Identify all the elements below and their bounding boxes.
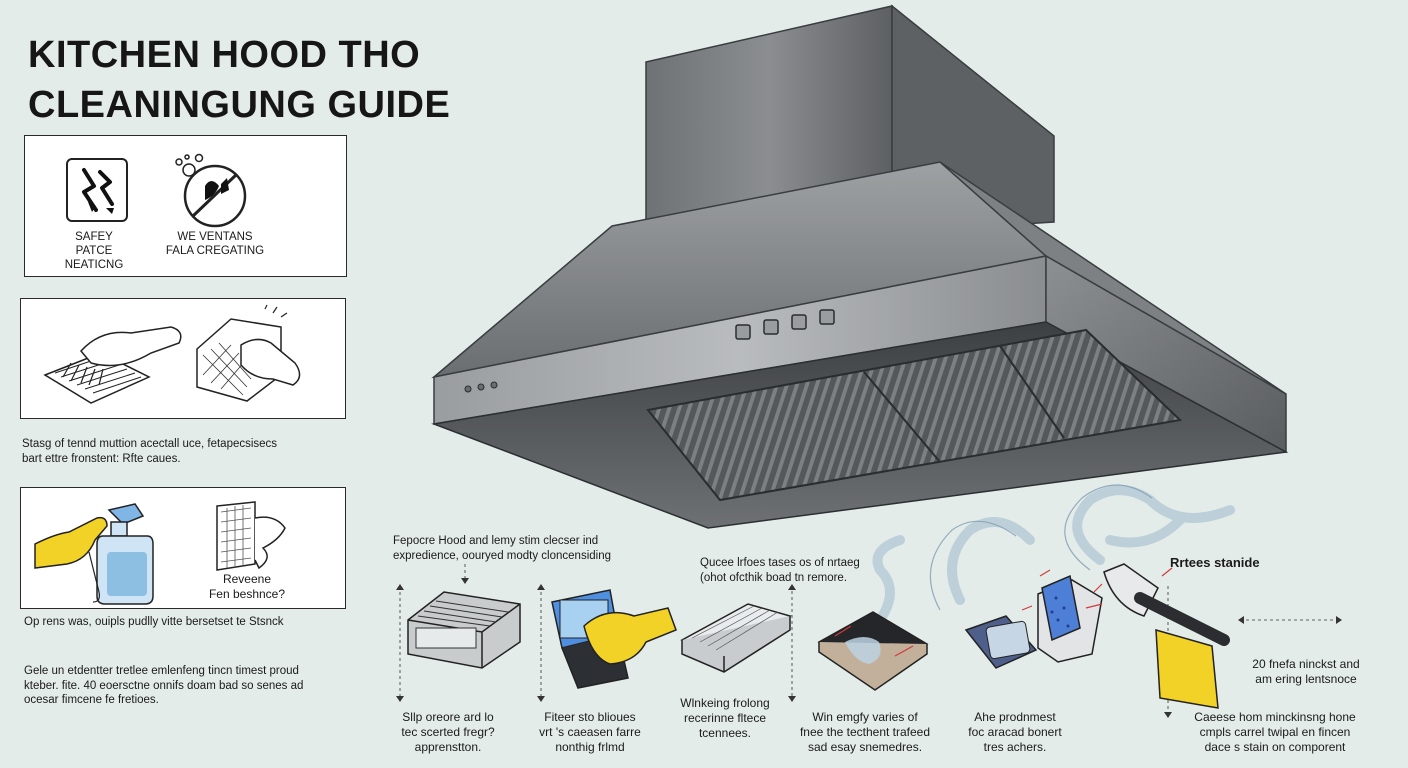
- spray-panel: Reveene Fen beshnce?: [20, 487, 346, 609]
- panel3-label-line2: Fen beshnce?: [208, 587, 286, 601]
- step-caption-3-line3: ocesar fimcene fe fretioes.: [24, 694, 159, 706]
- right-note-line2: am ering lentsnoce: [1255, 672, 1357, 686]
- page-title-line2: CLEANINGUNG GUIDE: [28, 84, 451, 126]
- caption-2-line3: nonthig frlmd: [555, 740, 625, 754]
- right-note-line1: 20 fnefa ninckst and: [1252, 657, 1360, 671]
- step-caption-3-line1: Gele un etdentter tretlee emlenfeng tinc…: [24, 665, 299, 677]
- middle-header-line1: Qucee lrfoes tases os of nrtaeg: [700, 557, 860, 569]
- scraper-cloth-illustration: [1093, 563, 1230, 709]
- caption-5-line3: tres achers.: [983, 740, 1047, 754]
- safety-label-2: WE VENTANS: [177, 231, 253, 243]
- soak-tray-illustration: [817, 611, 929, 691]
- step-caption-2: Op rens was, ouipls pudlly vitte bersets…: [24, 616, 284, 628]
- glove-scrub-illustration: [551, 589, 677, 689]
- caption-4-line1: Win emgfy varies of: [812, 710, 918, 724]
- panel3-label-line1: Reveene: [222, 572, 272, 586]
- right-header: Rrtees stanide: [1170, 555, 1260, 570]
- step-caption-3-line2: kteber. fite. 40 eoersctne onnifs doam b…: [24, 679, 304, 692]
- filter-cartridge-illustration: [216, 501, 286, 571]
- no-chemicals-icon: [175, 153, 247, 228]
- caption-5-line2: foc aracad bonert: [968, 725, 1062, 739]
- page-title: KITCHEN HOOD THO CLEANINGUNG GUIDE: [28, 30, 450, 130]
- middle-header-line2: (ohot ofcthik boad tn remore.: [700, 571, 848, 584]
- caption-1-line2: tec scerted fregr?: [401, 725, 495, 739]
- brush-scrub-illustration: [43, 326, 182, 404]
- caption-6-line2: cmpls carrel twipal en fincen: [1199, 725, 1351, 739]
- page-title-line1: KITCHEN HOOD THO: [28, 34, 421, 76]
- filter-scrub-panel: [20, 298, 346, 419]
- sponges-illustration: [964, 569, 1103, 669]
- caption-3-line1: Wlnkeing frolong: [680, 696, 770, 710]
- caption-2-line1: Fiteer sto blioues: [544, 710, 636, 724]
- bottom-header-line1: Fepocre Hood and lemy stim clecser ind: [393, 535, 599, 547]
- caption-3-line2: recerinne fltece: [683, 711, 767, 725]
- caption-4-line2: fnee the tecthent trafeed: [799, 725, 931, 739]
- caption-4-line3: sad esay snemedres.: [807, 740, 923, 754]
- caption-1-line1: Sllp oreore ard lo: [402, 710, 494, 724]
- step-caption-1-line1: Stasg of tennd muttion acectall uce, fet…: [22, 438, 278, 450]
- filter-hand-illustration: [196, 304, 301, 402]
- caption-6-line3: dace s stain on comporent: [1204, 740, 1346, 754]
- caption-3-line3: tcennees.: [698, 726, 752, 740]
- safety-label-1: SAFEY: [75, 231, 113, 243]
- caption-5-line1: Ahe prodnmest: [974, 710, 1056, 724]
- safety-warning-icon: [66, 158, 128, 222]
- safety-sublabel-1: PATCE NEATICNG: [64, 245, 124, 271]
- bottom-header-line2: expredience, oouryed modty cloncensiding: [393, 549, 611, 562]
- safety-sublabel-2: FALA CREGATING: [165, 245, 265, 257]
- step-caption-1-line2: bart ettre fronstent: Rfte caues.: [22, 452, 181, 465]
- caption-1-line3: apprenstton.: [414, 740, 482, 754]
- caption-6-line1: Caeese hom minckinsng hone: [1194, 710, 1356, 724]
- caption-2-line2: vrt 's caeasen farre: [539, 725, 641, 739]
- spray-bottle-illustration: [34, 503, 154, 605]
- clean-filter-illustration: [680, 603, 792, 673]
- removed-filter-illustration: [407, 591, 521, 669]
- safety-panel: SAFEY PATCE NEATICNG WE VENTANS FALA CRE…: [24, 135, 347, 277]
